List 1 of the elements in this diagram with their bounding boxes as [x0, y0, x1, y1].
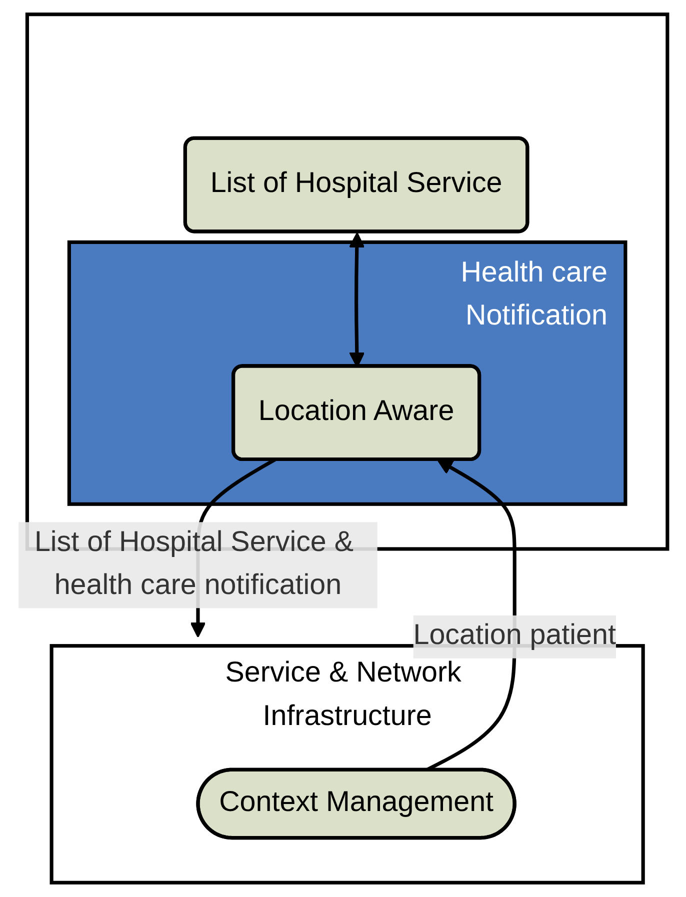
edge-label: List of Hospital Service & health care notification: [34, 527, 354, 602]
